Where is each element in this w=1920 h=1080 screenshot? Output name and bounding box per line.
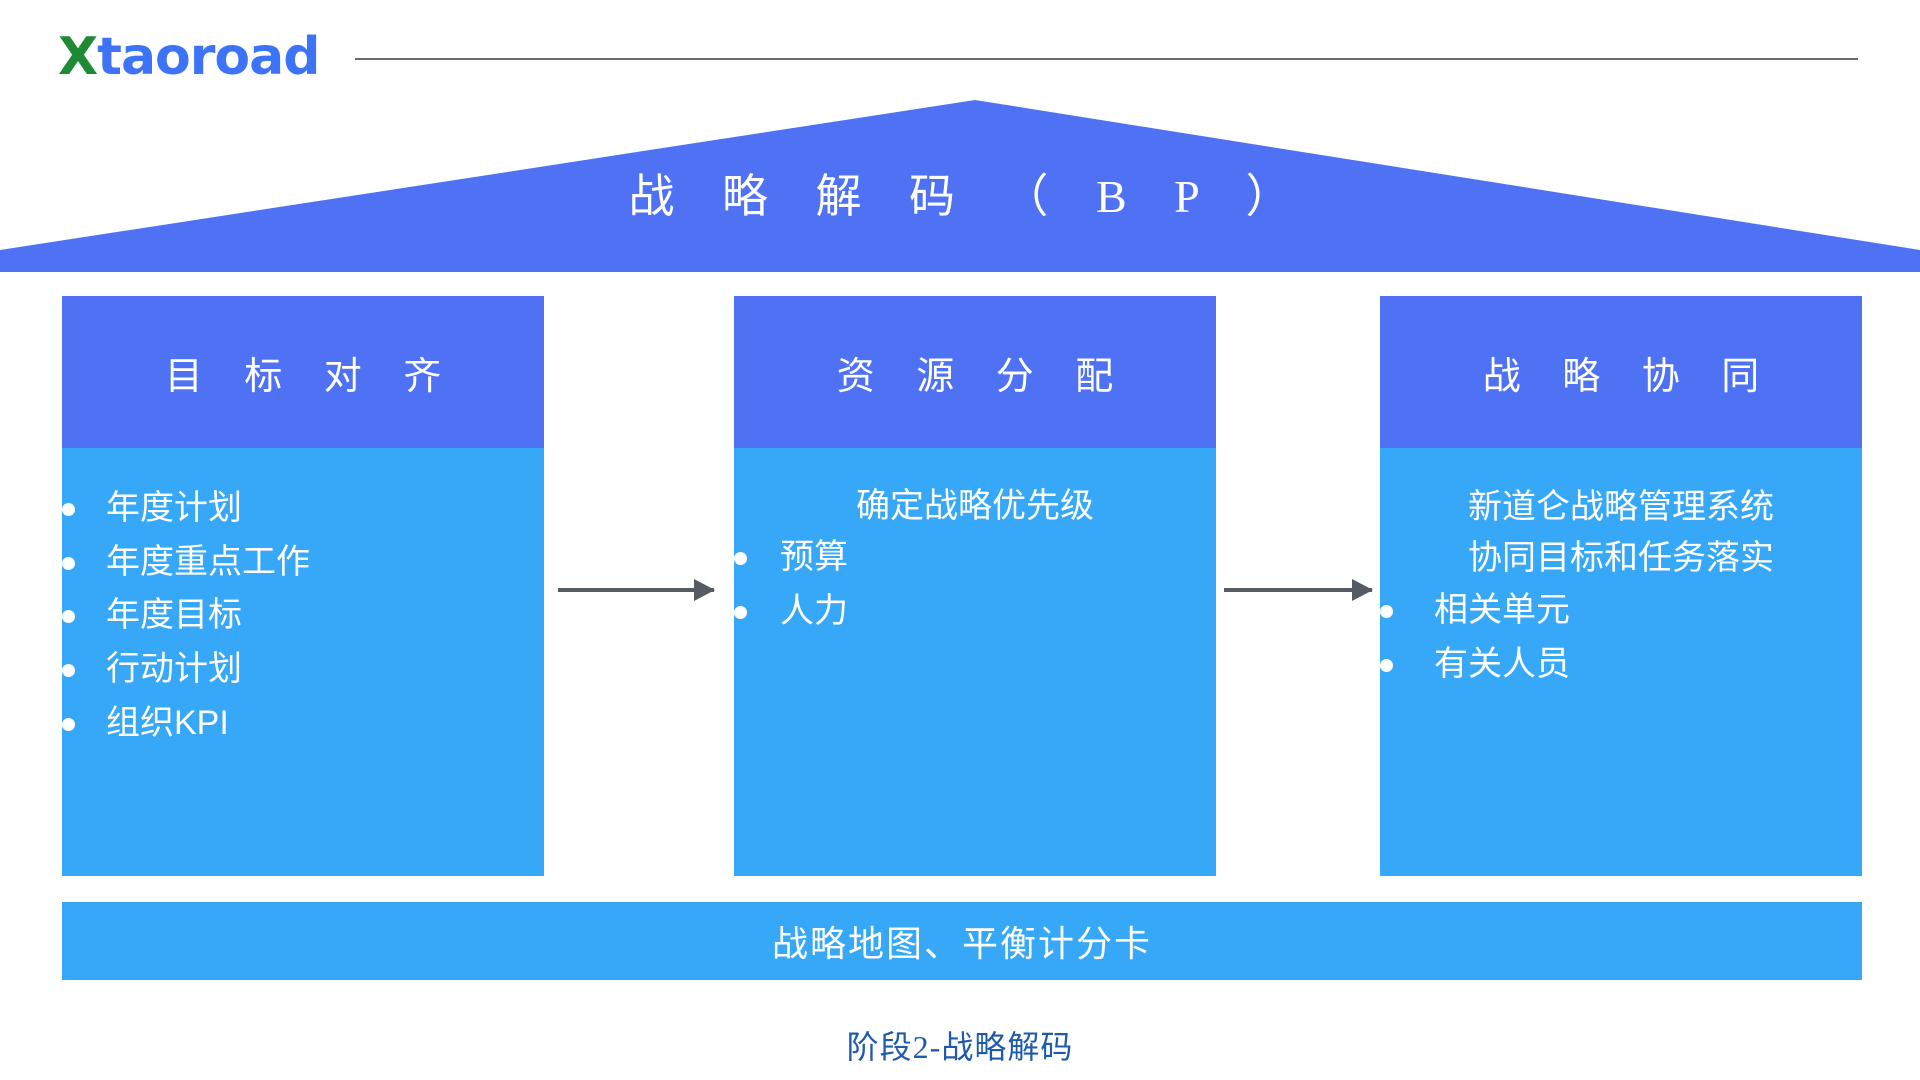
pillar-2-lead: 确定战略优先级 <box>856 487 1094 525</box>
pillar-3-lead-line2: 协同目标和任务落实 <box>1468 539 1774 577</box>
bullet-dot-icon <box>1380 658 1393 672</box>
list-item-label: 行动计划 <box>106 650 242 689</box>
pillar-1-list: 年度计划 年度重点工作 年度目标 行动计划 组织KPI <box>62 482 544 751</box>
pillar-resource-allocation: 资 源 分 配 确定战略优先级 预算 人力 <box>734 296 1216 876</box>
bullet-dot-icon <box>62 610 75 624</box>
arrow-right-icon-1 <box>558 579 715 601</box>
pillar-3-body: 新道仑战略管理系统 协同目标和任务落实 相关单元 有关人员 <box>1380 448 1862 876</box>
list-item-label: 相关单元 <box>1434 591 1570 629</box>
pillar-strategic-collaboration: 战 略 协 同 新道仑战略管理系统 协同目标和任务落实 相关单元 有关人员 <box>1380 296 1862 876</box>
list-item-label: 人力 <box>780 592 848 631</box>
list-item-label: 预算 <box>780 538 848 577</box>
pillar-2-list: 预算 人力 <box>734 531 1216 638</box>
pillar-2-header: 资 源 分 配 <box>734 296 1216 448</box>
brand-header: Xtaoroad <box>0 22 1920 92</box>
list-item: 相关单元 <box>1380 584 1862 638</box>
pillar-goal-alignment: 目 标 对 齐 年度计划 年度重点工作 年度目标 行动计划 组织KPI <box>62 296 544 876</box>
pillar-3-header: 战 略 协 同 <box>1380 296 1862 448</box>
logo-initial: X <box>58 27 98 87</box>
pillar-2-body: 确定战略优先级 预算 人力 <box>734 448 1216 876</box>
pillars-group: 目 标 对 齐 年度计划 年度重点工作 年度目标 行动计划 组织KPI 资 源 … <box>62 296 1862 876</box>
list-item: 有关人员 <box>1380 638 1862 692</box>
bullet-dot-icon <box>62 664 75 678</box>
bullet-dot-icon <box>734 605 747 619</box>
list-item: 年度计划 <box>62 482 544 536</box>
logo-wordmark: taoroad <box>97 27 320 87</box>
roof-shape <box>0 100 1920 272</box>
arrow-right-icon-2 <box>1224 579 1373 601</box>
pillar-1-body: 年度计划 年度重点工作 年度目标 行动计划 组织KPI <box>62 448 544 876</box>
list-item-label: 年度重点工作 <box>106 542 310 581</box>
pillar-1-header: 目 标 对 齐 <box>62 296 544 448</box>
list-item-label: 年度目标 <box>106 596 242 635</box>
list-item-label: 年度计划 <box>106 489 242 527</box>
list-item: 人力 <box>734 585 1216 639</box>
list-item: 年度目标 <box>62 589 544 643</box>
roof-triangle-icon <box>0 100 1920 272</box>
bullet-dot-icon <box>62 502 75 516</box>
bullet-dot-icon <box>1380 604 1393 618</box>
header-divider <box>355 58 1858 60</box>
list-item: 年度重点工作 <box>62 536 544 590</box>
bullet-dot-icon <box>734 552 747 566</box>
list-item-label: 有关人员 <box>1434 644 1570 683</box>
list-item: 行动计划 <box>62 643 544 697</box>
base-bar: 战略地图、平衡计分卡 <box>62 902 1862 980</box>
bullet-dot-icon <box>62 717 75 731</box>
list-item-label: 组织KPI <box>106 703 229 742</box>
list-item: 组织KPI <box>62 697 544 751</box>
pillar-3-list: 相关单元 有关人员 <box>1380 584 1862 691</box>
pillar-3-lead-line1: 新道仑战略管理系统 <box>1468 488 1774 526</box>
roof-title: 战 略 解 码 （ B P ） <box>628 171 1310 222</box>
list-item: 预算 <box>734 531 1216 585</box>
bullet-dot-icon <box>62 556 75 570</box>
slide-caption: 阶段2-战略解码 <box>846 1029 1074 1065</box>
logo: Xtaoroad <box>58 31 320 83</box>
